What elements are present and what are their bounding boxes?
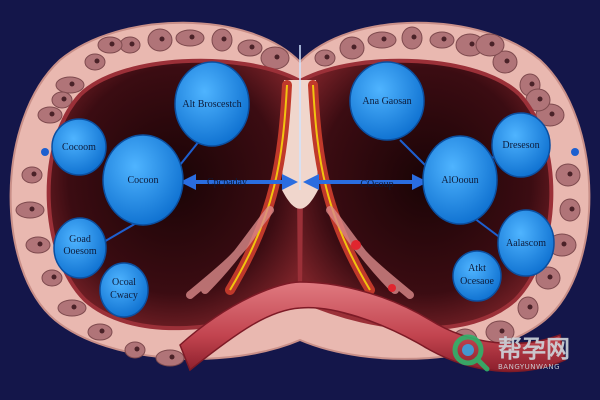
cell-nucleus	[51, 274, 57, 280]
label-right-side: Dreseson	[502, 140, 539, 151]
cell-nucleus	[549, 111, 555, 117]
cell-nucleus	[221, 36, 227, 42]
watermark-subtitle: BANGYUNWANG	[498, 363, 560, 371]
cell-nucleus	[249, 44, 255, 50]
label-right-bottom-2: Ocesaoe	[460, 276, 494, 287]
bubble-left-middle: Cocoon	[102, 134, 184, 226]
bubble-left-bottom: Ocoal Cwacy	[99, 262, 149, 318]
label-left-middle: Cocoon	[127, 175, 158, 186]
cell-nucleus	[37, 241, 43, 247]
bubble-left-lower: Goad Ooesom	[53, 217, 107, 279]
marker-dot	[41, 148, 49, 156]
watermark: 帮孕网 BANGYUNWANG	[452, 334, 570, 372]
cell-nucleus	[169, 354, 175, 360]
right-vessel-highlight	[312, 84, 371, 291]
bubble-right-side: Dreseson	[491, 112, 551, 178]
watermark-title: 帮孕网	[498, 335, 570, 363]
label-left-bottom-2: Cwacy	[110, 290, 138, 301]
red-droplet	[388, 284, 396, 292]
cell-nucleus	[499, 328, 505, 334]
label-right-top: Ana Gaosan	[362, 96, 411, 107]
bubble-left-top: Alt Broscestch	[174, 61, 250, 147]
label-left-side: Cocoom	[62, 142, 96, 153]
left-folds	[186, 206, 274, 299]
label-left-lower-2: Ooesom	[63, 246, 97, 257]
cell-nucleus	[351, 44, 357, 50]
cell-nucleus	[561, 241, 567, 247]
marker-dot	[571, 148, 579, 156]
label-left-lower-1: Goad	[69, 234, 91, 245]
cell-nucleus	[94, 58, 100, 64]
cell-nucleus	[69, 81, 75, 87]
cell-nucleus	[61, 96, 67, 102]
cell-nucleus	[529, 81, 535, 87]
cell-nucleus	[441, 36, 447, 42]
cell-nucleus	[99, 328, 105, 334]
left-arrow	[180, 174, 298, 190]
right-arrow	[303, 174, 428, 190]
red-droplet	[351, 240, 361, 250]
cell-nucleus	[189, 34, 195, 40]
cell-nucleus	[274, 54, 280, 60]
bubble-left-side: Cocoom	[51, 118, 107, 176]
cell-nucleus	[567, 171, 573, 177]
bubble-right-bottom: Atkt Ocesaoe	[452, 250, 502, 302]
label-right-middle: AlOooun	[441, 175, 478, 186]
cell-nucleus	[381, 36, 387, 42]
label-left-bottom-1: Ocoal	[112, 277, 136, 288]
cell-nucleus	[109, 41, 115, 47]
magnifier-logo-icon	[452, 334, 490, 372]
cell-nucleus	[504, 58, 510, 64]
cell-nucleus	[31, 171, 37, 177]
cell-nucleus	[411, 34, 417, 40]
label-left-arrow: Cpcpaday	[207, 177, 247, 188]
bubble-right-top: Ana Gaosan	[349, 61, 425, 141]
cell-nucleus	[29, 206, 35, 212]
cell-nucleus	[134, 346, 140, 352]
cell-nucleus	[324, 54, 330, 60]
cell-nucleus	[537, 96, 543, 102]
label-left-top: Alt Broscestch	[182, 99, 241, 110]
cell-nucleus	[71, 304, 77, 310]
cell-nucleus	[159, 36, 165, 42]
cell-nucleus	[129, 41, 135, 47]
left-vessel-highlight	[229, 84, 288, 291]
bubble-right-lower: Aalascom	[497, 209, 555, 277]
cell-nucleus	[489, 41, 495, 47]
label-right-bottom-1: Atkt	[468, 263, 486, 274]
cell-nucleus	[469, 41, 475, 47]
label-right-arrow: COcoup	[360, 179, 393, 190]
cell-nucleus	[547, 274, 553, 280]
cell-nucleus	[49, 111, 55, 117]
cell-nucleus	[527, 304, 533, 310]
bubble-right-middle: AlOooun	[422, 135, 498, 225]
cell-nucleus	[569, 206, 575, 212]
label-right-lower: Aalascom	[506, 238, 546, 249]
